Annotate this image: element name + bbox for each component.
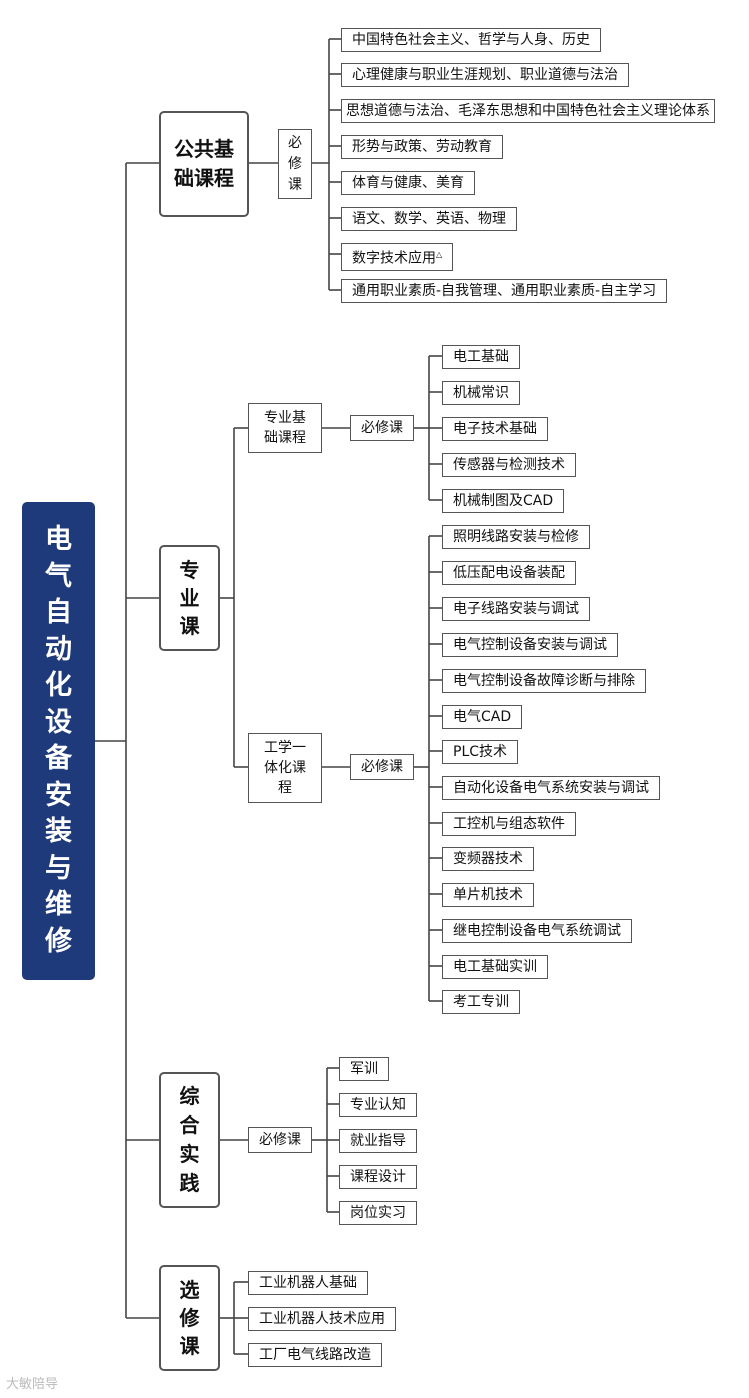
course-label: 心理健康与职业生涯规划、职业道德与法治: [352, 67, 618, 83]
course-label: 机械制图及CAD: [453, 493, 554, 509]
watermark-text: 大敏陪导: [6, 1377, 59, 1392]
course-item[interactable]: 电气CAD: [442, 705, 523, 729]
course-item[interactable]: 低压配电设备装配: [442, 561, 576, 585]
sub-label: 工学一体化课程: [264, 740, 306, 796]
course-label: 电气CAD: [453, 709, 512, 725]
category-elective[interactable]: 选修课: [159, 1265, 220, 1371]
course-label: 低压配电设备装配: [453, 565, 565, 581]
course-item[interactable]: 考工专训: [442, 990, 520, 1014]
course-item[interactable]: 机械制图及CAD: [442, 489, 565, 513]
course-item[interactable]: PLC技术: [442, 740, 519, 764]
course-item[interactable]: 传感器与检测技术: [442, 453, 576, 477]
category-label: 选修课: [179, 1278, 200, 1358]
course-label: 语文、数学、英语、物理: [352, 211, 506, 227]
sub-label: 必修课: [288, 134, 302, 193]
sub-label: 必修课: [361, 420, 403, 436]
category-comprehensive-practice[interactable]: 综合实践: [159, 1072, 220, 1208]
triangle-marker-icon: △: [436, 250, 443, 259]
course-label: 电子技术基础: [453, 421, 537, 437]
course-item[interactable]: 变频器技术: [442, 847, 534, 871]
professional-basic-required-node[interactable]: 必修课: [350, 415, 414, 441]
course-item[interactable]: 形势与政策、劳动教育: [341, 135, 503, 159]
public-required-node[interactable]: 必修课: [278, 129, 312, 199]
course-item[interactable]: 机械常识: [442, 381, 520, 405]
category-label: 综合实践: [179, 1084, 200, 1195]
course-item[interactable]: 电工基础实训: [442, 955, 548, 979]
course-label: 单片机技术: [453, 887, 523, 903]
course-item[interactable]: 军训: [339, 1057, 389, 1081]
course-item[interactable]: 工控机与组态软件: [442, 812, 576, 836]
course-label: 电子线路安装与调试: [453, 601, 579, 617]
course-label: 中国特色社会主义、哲学与人身、历史: [352, 32, 590, 48]
course-item[interactable]: 继电控制设备电气系统调试: [442, 919, 632, 943]
integrated-required-node[interactable]: 必修课: [350, 754, 414, 780]
course-item[interactable]: 单片机技术: [442, 883, 534, 907]
course-item[interactable]: 就业指导: [339, 1129, 417, 1153]
category-professional[interactable]: 专业课: [159, 545, 220, 651]
course-label: 就业指导: [350, 1133, 406, 1149]
sub-label: 必修课: [259, 1132, 301, 1148]
course-item[interactable]: 自动化设备电气系统安装与调试: [442, 776, 660, 800]
course-item[interactable]: 照明线路安装与检修: [442, 525, 590, 549]
course-label: 工业机器人技术应用: [259, 1311, 385, 1327]
course-label: 数字技术应用: [352, 250, 436, 267]
course-label: 工厂电气线路改造: [259, 1347, 371, 1363]
course-item[interactable]: 专业认知: [339, 1093, 417, 1117]
course-item[interactable]: 通用职业素质-自我管理、通用职业素质-自主学习: [341, 279, 668, 303]
course-item[interactable]: 心理健康与职业生涯规划、职业道德与法治: [341, 63, 629, 87]
practice-required-node[interactable]: 必修课: [248, 1127, 312, 1153]
course-label: 照明线路安装与检修: [453, 529, 579, 545]
course-item[interactable]: 电子技术基础: [442, 417, 548, 441]
category-public-basic[interactable]: 公共基础课程: [159, 111, 249, 217]
course-label: 机械常识: [453, 385, 509, 401]
course-label: 课程设计: [350, 1169, 406, 1185]
course-label: 形势与政策、劳动教育: [352, 139, 492, 155]
category-label: 公共基础课程: [174, 137, 234, 190]
category-label: 专业课: [179, 558, 200, 638]
course-label: 变频器技术: [453, 851, 523, 867]
course-label: 工控机与组态软件: [453, 816, 565, 832]
course-label: 电气控制设备安装与调试: [453, 637, 607, 653]
course-label: 岗位实习: [350, 1205, 406, 1221]
course-label: 电工基础实训: [453, 959, 537, 975]
course-item[interactable]: 体育与健康、美育: [341, 171, 475, 195]
course-item[interactable]: 工厂电气线路改造: [248, 1343, 382, 1367]
course-label: 思想道德与法治、毛泽东思想和中国特色社会主义理论体系: [346, 103, 710, 119]
course-label: 军训: [350, 1061, 378, 1077]
course-item[interactable]: 语文、数学、英语、物理: [341, 207, 517, 231]
course-label: 传感器与检测技术: [453, 457, 565, 473]
professional-basic-node[interactable]: 专业基础课程: [248, 403, 322, 453]
course-item[interactable]: 岗位实习: [339, 1201, 417, 1225]
sub-label: 专业基础课程: [264, 410, 306, 446]
sub-label: 必修课: [361, 759, 403, 775]
course-item[interactable]: 工业机器人基础: [248, 1271, 368, 1295]
course-label: 电工基础: [453, 349, 509, 365]
course-label: 电气控制设备故障诊断与排除: [453, 673, 635, 689]
root-title-text: 电气自动化设备安装与维修: [45, 524, 72, 957]
course-item[interactable]: 课程设计: [339, 1165, 417, 1189]
root-title: 电气自动化设备安装与维修: [22, 502, 95, 980]
course-label: 通用职业素质-自我管理、通用职业素质-自主学习: [352, 283, 657, 299]
course-label: 自动化设备电气系统安装与调试: [453, 780, 649, 796]
course-label: 专业认知: [350, 1097, 406, 1113]
course-item[interactable]: 电气控制设备故障诊断与排除: [442, 669, 646, 693]
course-item[interactable]: 数字技术应用△: [341, 243, 454, 271]
watermark: 大敏陪导: [6, 1373, 58, 1392]
course-item[interactable]: 中国特色社会主义、哲学与人身、历史: [341, 28, 601, 52]
course-label: PLC技术: [453, 744, 508, 760]
course-label: 体育与健康、美育: [352, 175, 464, 191]
integrated-course-node[interactable]: 工学一体化课程: [248, 733, 322, 803]
course-item[interactable]: 工业机器人技术应用: [248, 1307, 396, 1331]
course-label: 继电控制设备电气系统调试: [453, 923, 621, 939]
course-item[interactable]: 电子线路安装与调试: [442, 597, 590, 621]
course-item[interactable]: 思想道德与法治、毛泽东思想和中国特色社会主义理论体系: [341, 99, 715, 123]
course-item[interactable]: 电工基础: [442, 345, 520, 369]
course-label: 工业机器人基础: [259, 1275, 357, 1291]
course-item[interactable]: 电气控制设备安装与调试: [442, 633, 618, 657]
course-label: 考工专训: [453, 994, 509, 1010]
